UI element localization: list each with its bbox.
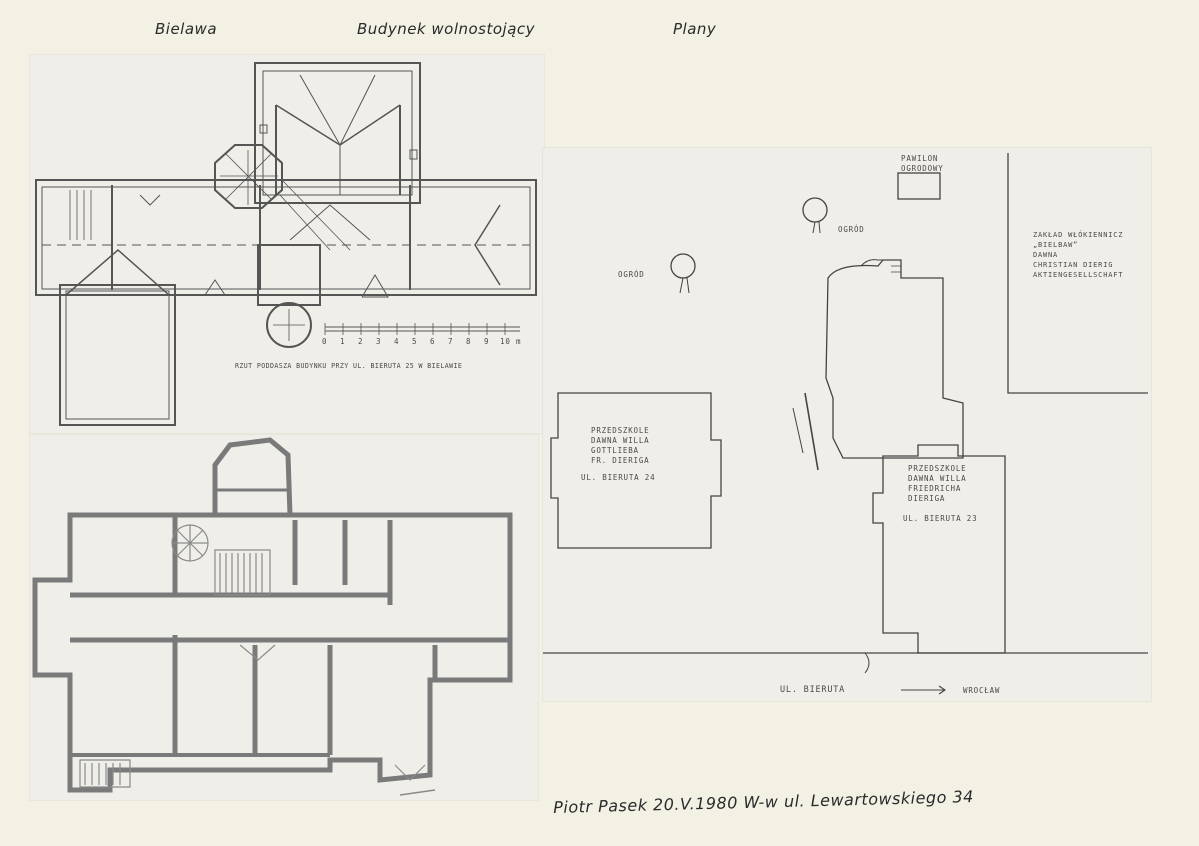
- scale-label-2: 2: [358, 337, 364, 346]
- villa-24-address: UL. BIERUTA 24: [581, 473, 656, 482]
- villa-23-label: PRZEDSZKOLE DAWNA WILLA FRIEDRICHA DIERI…: [908, 464, 966, 504]
- villa-24-line-4: FR. DIERIGA: [591, 456, 650, 465]
- scale-label-3: 3: [376, 337, 382, 346]
- factory-line-1: ZAKŁAD WŁÓKIENNICZ: [1033, 231, 1124, 239]
- factory-line-4: CHRISTIAN DIERIG: [1033, 261, 1114, 269]
- pavilion-label: PAWILON OGRODOWY: [901, 154, 944, 174]
- site-plan-drawing: [543, 153, 1148, 695]
- building-type: Budynek wolnostojący: [357, 20, 536, 38]
- scale-label-9: 9: [484, 337, 490, 346]
- garden-label-west: OGRÓD: [618, 270, 645, 279]
- scale-label-7: 7: [448, 337, 454, 346]
- factory-line-2: „BIELBAW”: [1033, 241, 1079, 249]
- villa-24-label: PRZEDSZKOLE DAWNA WILLA GOTTLIEBA FR. DI…: [591, 426, 649, 466]
- villa-24-line-2: DAWNA WILLA: [591, 436, 650, 445]
- direction-label: WROCŁAW: [963, 686, 1001, 695]
- villa-23-line-3: FRIEDRICHA: [908, 484, 962, 493]
- pavilion-line-2: OGRODOWY: [901, 164, 944, 173]
- attic-plan-drawing: [35, 62, 537, 426]
- place-name: Bielawa: [155, 20, 218, 38]
- factory-line-3: DAWNA: [1033, 251, 1059, 259]
- garden-label-east: OGRÓD: [838, 225, 865, 234]
- scale-label-6: 6: [430, 337, 436, 346]
- attic-plan-sheet: 0 1 2 3 4 5 6 7 8 9 10 m RZUT PODDASZA B…: [30, 55, 544, 433]
- section-title: Plany: [673, 20, 717, 38]
- scale-label-1: 1: [340, 337, 346, 346]
- scale-label-4: 4: [394, 337, 400, 346]
- site-plan-sheet: PAWILON OGRODOWY OGRÓD OGRÓD ZAKŁAD WŁÓK…: [543, 148, 1151, 701]
- pavilion-line-1: PAWILON: [901, 154, 939, 163]
- floor-plan-sheet: [30, 435, 538, 800]
- floor-plan-drawing: [32, 437, 513, 796]
- factory-label: ZAKŁAD WŁÓKIENNICZ „BIELBAW” DAWNA CHRIS…: [1033, 230, 1123, 280]
- villa-24-line-1: PRZEDSZKOLE: [591, 426, 650, 435]
- villa-23-line-4: DIERIGA: [908, 494, 946, 503]
- villa-23-line-1: PRZEDSZKOLE: [908, 464, 967, 473]
- scale-label-5: 5: [412, 337, 418, 346]
- factory-line-5: AKTIENGESELLSCHAFT: [1033, 271, 1124, 279]
- scale-label-10: 10 m: [500, 337, 522, 346]
- villa-24-line-3: GOTTLIEBA: [591, 446, 639, 455]
- street-label: UL. BIERUTA: [780, 685, 846, 695]
- scale-label-8: 8: [466, 337, 472, 346]
- villa-23-line-2: DAWNA WILLA: [908, 474, 967, 483]
- scale-label-0: 0: [322, 337, 328, 346]
- attic-plan-caption: RZUT PODDASZA BUDYNKU PRZY UL. BIERUTA 2…: [235, 362, 463, 370]
- villa-23-address: UL. BIERUTA 23: [903, 514, 978, 523]
- author-signature: Piotr Pasek 20.V.1980 W-w ul. Lewartowsk…: [553, 786, 975, 817]
